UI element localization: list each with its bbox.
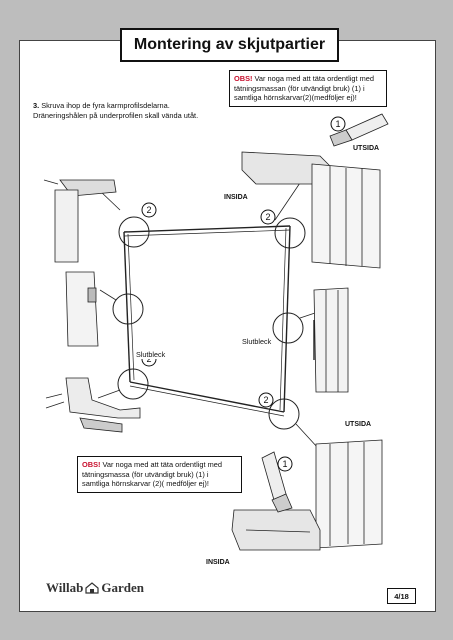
obs-label: OBS! — [82, 460, 101, 469]
svg-text:2: 2 — [146, 354, 151, 364]
logo-text-left: Willab — [46, 580, 84, 595]
svg-text:2: 2 — [146, 205, 151, 215]
label-inside-top: INSIDA — [224, 194, 248, 201]
svg-text:1: 1 — [335, 119, 340, 129]
sliding-door-bottom-right — [231, 439, 383, 551]
obs-label: OBS! — [234, 74, 253, 83]
corner-detail-top-left — [118, 216, 150, 248]
brand-logo: Willab Garden — [46, 580, 144, 596]
bottom-left-corner-profile — [45, 377, 141, 433]
right-strike-plate-profile — [313, 287, 349, 393]
step-number: 3. — [33, 101, 40, 110]
sealant-warning-bottom: OBS! Var noga med att täta ordentligt me… — [77, 456, 242, 493]
callout-sealant-top: 1 — [330, 116, 346, 132]
sealant-warning-top: OBS! Var noga med att täta ordentligt me… — [229, 70, 387, 107]
top-left-corner-profile — [43, 179, 117, 263]
house-icon — [85, 582, 99, 594]
svg-text:2: 2 — [263, 395, 268, 405]
corner-detail-bottom-left — [117, 368, 149, 400]
step-text: Skruva ihop de fyra karmprofilsdelarna. … — [33, 101, 199, 120]
warning-text: Var noga med att täta ordentligt med tät… — [234, 74, 374, 103]
label-outside-top: UTSIDA — [353, 145, 380, 152]
callout-corner-bottom-right: 2 — [258, 392, 274, 408]
sliding-door-top-right — [241, 151, 381, 269]
corner-detail-top-right — [274, 217, 306, 249]
label-strike-plate-left: Slutbleck — [136, 350, 166, 359]
label-strike-plate-right: Slutbleck — [242, 337, 272, 346]
left-strike-plate-profile — [65, 271, 99, 347]
svg-text:2: 2 — [265, 212, 270, 222]
callout-sealant-bottom: 1 — [277, 456, 293, 472]
warning-text: Var noga med att täta ordentligt med tät… — [82, 460, 222, 489]
corner-detail-bottom-right — [268, 398, 300, 430]
svg-text:1: 1 — [282, 459, 287, 469]
strike-plate-detail-right — [272, 312, 304, 344]
page-number: 4/18 — [387, 588, 416, 604]
logo-text-right: Garden — [101, 580, 144, 595]
callout-corner-top-right: 2 — [260, 209, 276, 225]
page-title: Montering av skjutpartier — [120, 28, 339, 62]
label-outside-bottom: UTSIDA — [345, 421, 372, 428]
label-inside-bottom: INSIDA — [206, 559, 230, 566]
sealant-tube-top — [329, 113, 389, 147]
sealant-tube-bottom — [261, 451, 293, 513]
strike-plate-detail-left — [112, 293, 144, 325]
callout-corner-top-left: 2 — [141, 202, 157, 218]
frame-assembly — [123, 225, 291, 417]
step-3-instruction: 3. Skruva ihop de fyra karmprofilsdelarn… — [33, 101, 218, 121]
